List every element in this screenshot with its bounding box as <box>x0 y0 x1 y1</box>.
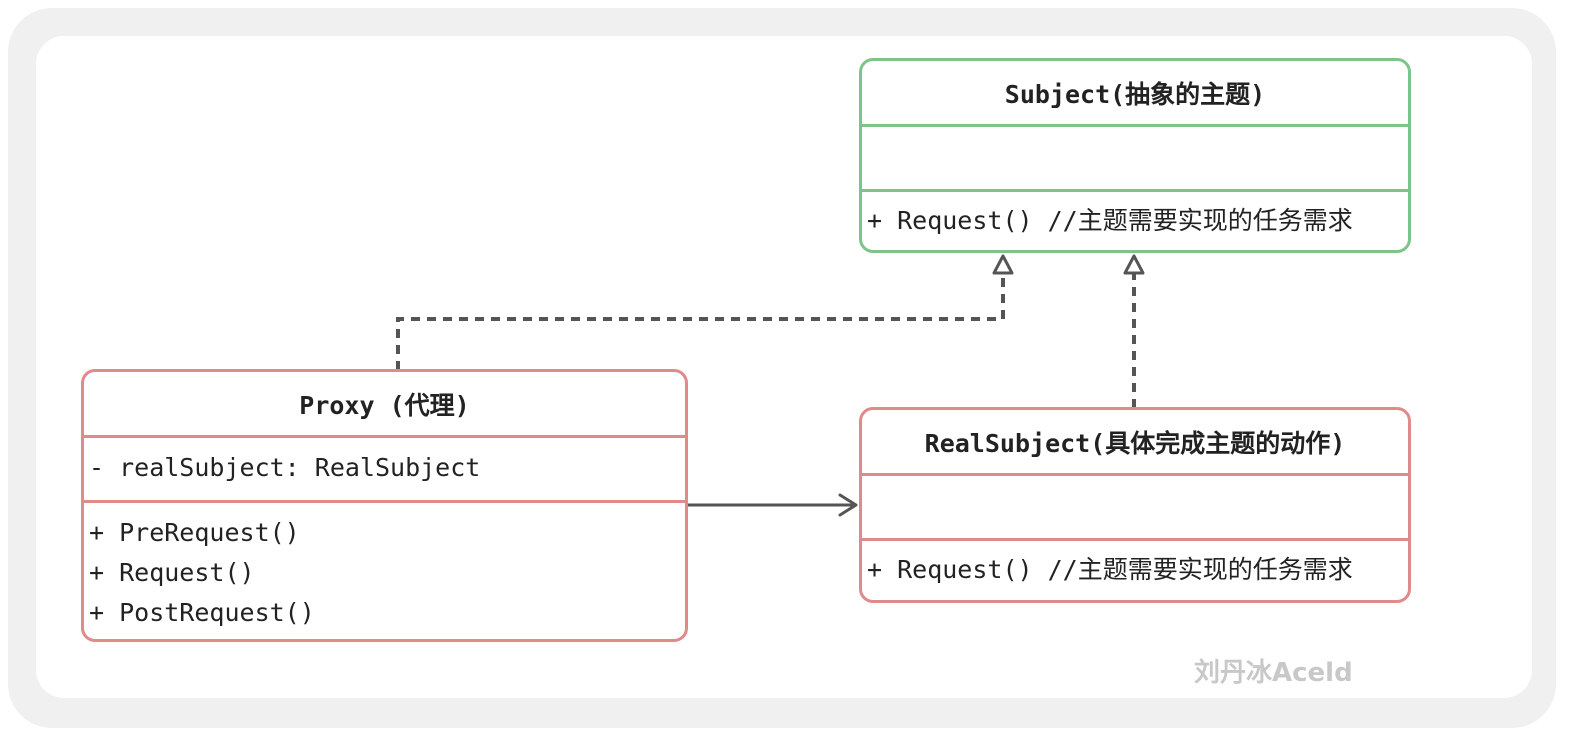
subject-operation: + Request() //主题需要实现的任务需求 <box>867 206 1353 235</box>
proxy-realization-arrowhead <box>992 254 1014 275</box>
realsubject-class-name: RealSubject(具体完成主题的动作) <box>924 428 1346 458</box>
proxy-operation: + Request() <box>89 558 255 587</box>
association-arrowhead <box>838 493 858 517</box>
subject-attributes <box>862 124 1408 189</box>
realsubject-realization-arrowhead <box>1123 254 1145 275</box>
proxy-class[interactable]: Proxy (代理) - realSubject: RealSubject + … <box>81 369 688 642</box>
subject-class-name: Subject(抽象的主题) <box>1004 79 1266 109</box>
proxy-operations: + PreRequest() + Request() + PostRequest… <box>84 500 685 639</box>
proxy-attribute: - realSubject: RealSubject <box>89 453 481 482</box>
realsubject-operation: + Request() //主题需要实现的任务需求 <box>867 555 1353 584</box>
subject-class[interactable]: Subject(抽象的主题) + Request() //主题需要实现的任务需求 <box>859 58 1411 253</box>
proxy-class-name: Proxy (代理) <box>299 390 470 420</box>
proxy-operation: + PreRequest() <box>89 518 300 547</box>
realsubject-class[interactable]: RealSubject(具体完成主题的动作) + Request() //主题需… <box>859 407 1411 603</box>
realsubject-attributes <box>862 473 1408 538</box>
realsubject-operations: + Request() //主题需要实现的任务需求 <box>862 538 1408 600</box>
proxy-to-subject-realization <box>396 268 1005 370</box>
proxy-attributes: - realSubject: RealSubject <box>84 435 685 500</box>
proxy-operation: + PostRequest() <box>89 598 315 627</box>
subject-operations: + Request() //主题需要实现的任务需求 <box>862 189 1408 250</box>
watermark: 刘丹冰Aceld <box>1194 658 1353 688</box>
